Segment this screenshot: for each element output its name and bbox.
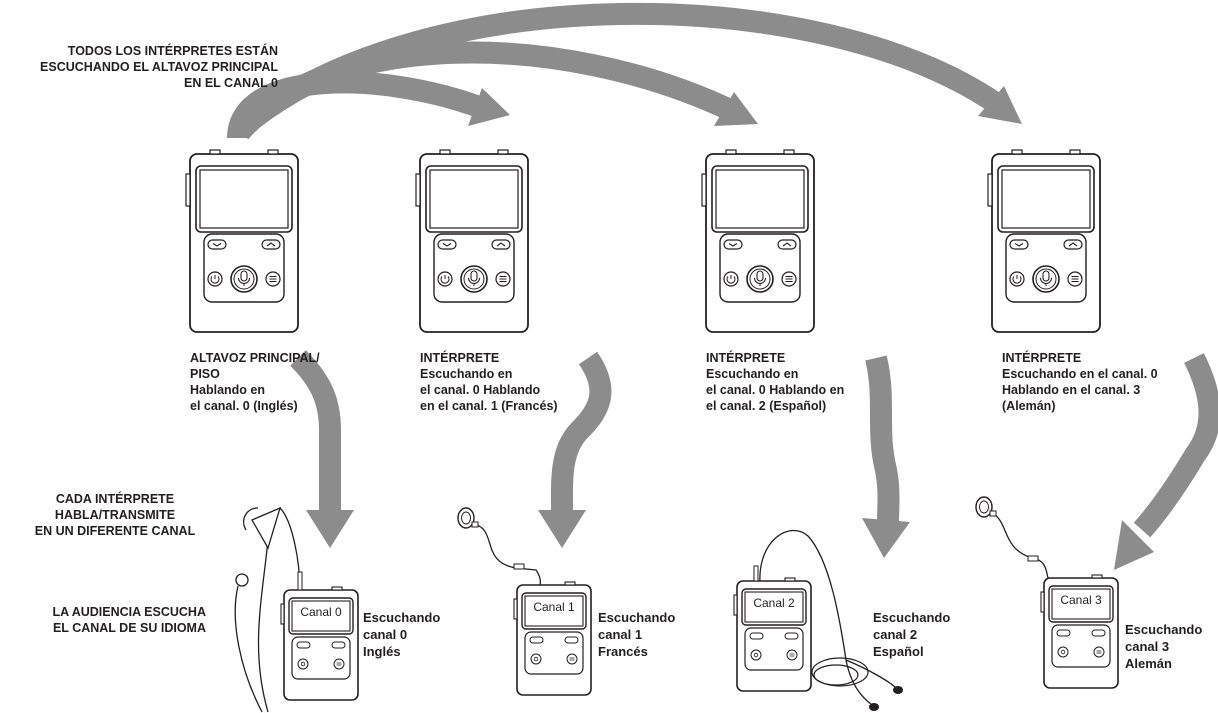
receiver-channel-1: Canal 1 [457,507,592,696]
receiver-label-2: Escuchando canal 2 Español [873,610,951,659]
receiver-screen-text: Canal 3 [1060,593,1102,607]
transmitter-interpreter-2 [701,149,815,333]
receiver-screen-text: Canal 1 [533,600,575,614]
receiver-channel-3: Canal 3 [975,496,1119,689]
transmitter-interpreter-3 [987,149,1101,333]
receiver-channel-0: Canal 0 [234,506,359,713]
receiver-screen-text: Canal 2 [753,596,795,610]
side-note-audience: LA AUDIENCIA ESCUCHA EL CANAL DE SU IDIO… [52,605,206,635]
transmitter-label-2: INTÉRPRETE Escuchando en el canal. 0 Hab… [706,351,845,413]
receiver-channel-2: Canal 2 [733,530,903,711]
top-caption: TODOS LOS INTÉRPRETES ESTÁN ESCUCHANDO E… [40,44,278,90]
transmitter-main-speaker [185,149,299,333]
receiver-label-0: Escuchando canal 0 Inglés [363,610,441,659]
side-note-each-interpreter: CADA INTÉRPRETE HABLA/TRANSMITE EN UN DI… [34,492,196,538]
broadcast-arrows [227,2,1022,140]
transmitter-label-3: INTÉRPRETE Escuchando en el canal. 0 Hab… [1002,351,1158,413]
receiver-label-3: Escuchando canal 3 Alemán [1125,622,1203,671]
receiver-label-1: Escuchando canal 1 Francés [598,610,676,659]
transmitter-interpreter-1 [415,149,529,333]
transmitter-label-main: ALTAVOZ PRINCIPAL/ PISO Hablando en el c… [190,351,320,413]
channel-arrows [290,350,1218,570]
receiver-screen-text: Canal 0 [300,605,342,619]
transmitter-label-1: INTÉRPRETE Escuchando en el canal. 0 Hab… [420,351,558,413]
